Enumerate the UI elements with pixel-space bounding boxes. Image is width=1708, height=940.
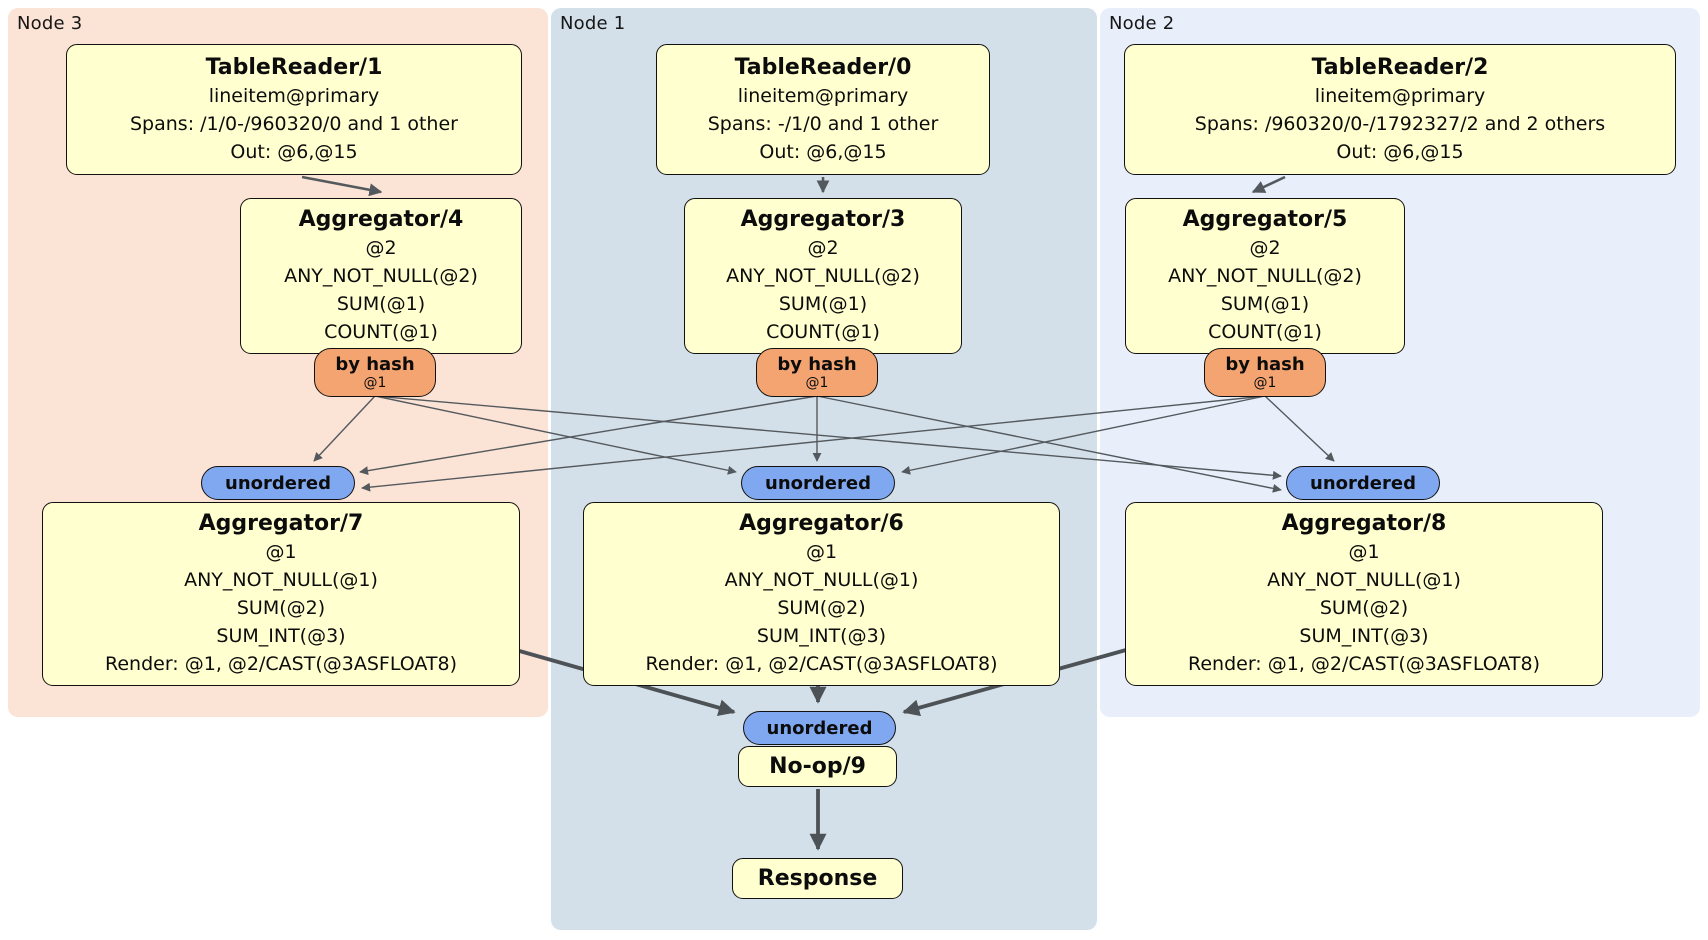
processor-detail-line: SUM(@2) [1319,597,1409,619]
processor-response: Response [732,858,903,899]
processor-detail-line: COUNT(@1) [324,321,438,343]
processor-detail-line: @2 [365,237,397,259]
router-label: by hash [1225,353,1305,375]
processor-title: Aggregator/7 [198,511,364,536]
node-group-label: Node 2 [1109,13,1175,34]
sync-label: unordered [766,717,873,739]
processor-detail-line: Out: @6,@15 [230,140,358,163]
processor-detail-line: Spans: /960320/0-/1792327/2 and 2 others [1194,112,1606,135]
sync-unordered-node1: unordered [741,466,895,500]
router-hash-key: @1 [805,374,829,391]
processor-detail-line: @1 [1348,541,1380,563]
processor-detail-line: ANY_NOT_NULL(@2) [1168,265,1362,287]
processor-title: TableReader/1 [205,54,383,80]
processor-detail-line: ANY_NOT_NULL(@2) [726,265,920,287]
sync-unordered-node3: unordered [201,466,355,500]
processor-detail-line: lineitem@primary [737,84,909,107]
processor-detail-line: Spans: -/1/0 and 1 other [707,112,939,135]
processor-title: Aggregator/8 [1281,511,1447,536]
router-label: by hash [777,353,857,375]
processor-noop-9: No-op/9 [738,746,897,787]
router-by-hash-node2: by hash @1 [1204,348,1326,397]
processor-detail-line: Out: @6,@15 [1336,140,1464,163]
sync-unordered-final: unordered [743,711,896,745]
router-hash-key: @1 [1253,374,1277,391]
processor-detail-line: SUM_INT(@3) [216,625,346,647]
node-group-label: Node 3 [17,13,83,34]
processor-title: Aggregator/3 [740,207,906,232]
processor-detail-line: COUNT(@1) [1208,321,1322,343]
processor-detail-line: Spans: /1/0-/960320/0 and 1 other [130,112,458,135]
processor-title: TableReader/0 [734,54,912,80]
processor-tablereader-0: TableReader/0 lineitem@primary Spans: -/… [656,44,990,175]
node-group-label: Node 1 [560,13,626,34]
processor-aggregator-8: Aggregator/8 @1 ANY_NOT_NULL(@1) SUM(@2)… [1125,502,1603,686]
processor-tablereader-1: TableReader/1 lineitem@primary Spans: /1… [66,44,522,175]
processor-title: No-op/9 [769,753,866,779]
sync-unordered-node2: unordered [1286,466,1440,500]
processor-detail-line: Out: @6,@15 [759,140,887,163]
processor-detail-line: SUM(@1) [1220,293,1310,315]
processor-title: TableReader/2 [1311,54,1489,80]
processor-detail-line: SUM(@1) [778,293,868,315]
processor-aggregator-6: Aggregator/6 @1 ANY_NOT_NULL(@1) SUM(@2)… [583,502,1060,686]
processor-detail-line: ANY_NOT_NULL(@2) [284,265,478,287]
sync-label: unordered [765,472,871,494]
processor-detail-line: ANY_NOT_NULL(@1) [184,569,378,591]
processor-detail-line: @1 [805,541,838,563]
processor-detail-line: @2 [807,237,839,259]
router-hash-key: @1 [363,374,387,391]
processor-aggregator-4: Aggregator/4 @2 ANY_NOT_NULL(@2) SUM(@1)… [240,198,522,354]
sync-label: unordered [225,472,331,494]
processor-detail-line: Render: @1, @2/CAST(@3ASFLOAT8) [105,653,457,675]
sync-label: unordered [1310,472,1416,494]
processor-tablereader-2: TableReader/2 lineitem@primary Spans: /9… [1124,44,1676,175]
processor-detail-line: SUM_INT(@3) [1299,625,1429,647]
processor-detail-line: COUNT(@1) [766,321,880,343]
processor-aggregator-5: Aggregator/5 @2 ANY_NOT_NULL(@2) SUM(@1)… [1125,198,1405,354]
processor-detail-line: lineitem@primary [1314,84,1486,107]
processor-title: Aggregator/4 [298,207,464,232]
processor-detail-line: @2 [1249,237,1281,259]
processor-detail-line: SUM_INT(@3) [756,625,887,647]
processor-detail-line: ANY_NOT_NULL(@1) [724,569,919,591]
processor-title: Aggregator/5 [1182,207,1348,232]
processor-title: Response [757,865,878,891]
processor-title: Aggregator/6 [739,511,904,536]
router-by-hash-node1: by hash @1 [756,348,878,397]
processor-detail-line: SUM(@1) [336,293,426,315]
processor-aggregator-7: Aggregator/7 @1 ANY_NOT_NULL(@1) SUM(@2)… [42,502,520,686]
processor-detail-line: Render: @1, @2/CAST(@3ASFLOAT8) [1188,653,1540,675]
processor-detail-line: SUM(@2) [236,597,326,619]
processor-aggregator-3: Aggregator/3 @2 ANY_NOT_NULL(@2) SUM(@1)… [684,198,962,354]
processor-detail-line: Render: @1, @2/CAST(@3ASFLOAT8) [645,653,998,675]
router-by-hash-node3: by hash @1 [314,348,436,397]
processor-detail-line: lineitem@primary [208,84,380,107]
router-label: by hash [335,353,415,375]
processor-detail-line: ANY_NOT_NULL(@1) [1267,569,1461,591]
processor-detail-line: SUM(@2) [777,597,866,619]
processor-detail-line: @1 [265,541,297,563]
